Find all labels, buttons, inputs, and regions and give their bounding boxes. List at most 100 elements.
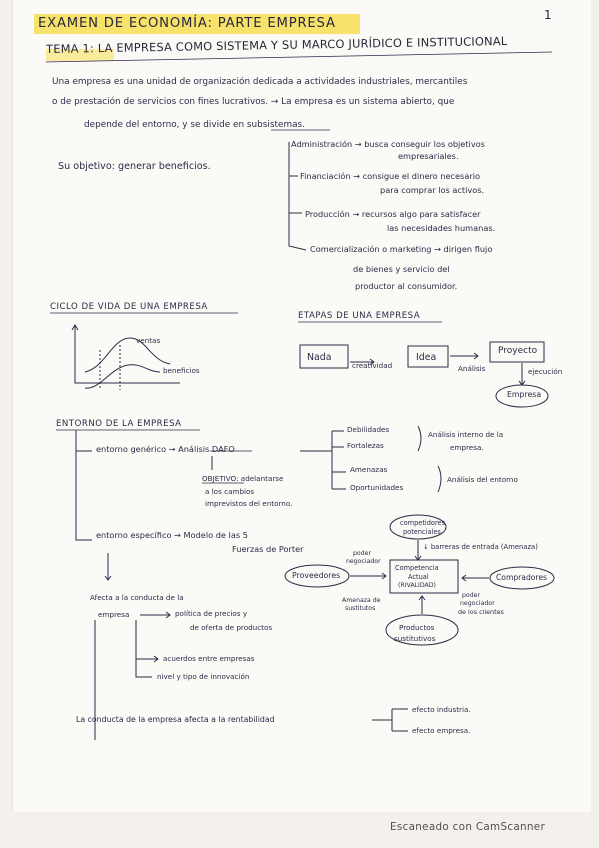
profitability-branches (372, 708, 408, 732)
buyer-power-2: negociador (460, 600, 495, 607)
stage-nada: Nada (307, 352, 332, 363)
arrow-suppliers (350, 572, 387, 580)
stage-nada-box (299, 344, 349, 369)
rivalry-3: (RIVALIDAD) (398, 582, 436, 589)
dafo-oportunidades: Oportunidades (350, 483, 404, 492)
rivalry-1: Competencia (395, 564, 439, 572)
porter-forces: Fuerzas de Porter (232, 544, 304, 554)
arrow-agreements (136, 655, 159, 663)
internal-analysis-2: empresa. (450, 443, 484, 452)
objective-text: Su objetivo: generar beneficios. (58, 161, 211, 172)
subsystem-mkt-2: de bienes y servicio del (353, 264, 450, 274)
generic-environment: entorno genérico → Análisis DAFO (96, 444, 235, 454)
stage-creatividad: creatividad (352, 361, 393, 370)
environment-title: ENTORNO DE LA EMPRESA (56, 419, 182, 429)
subsystem-prod-2: las necesidades humanas. (387, 223, 496, 233)
dafo-branches (300, 430, 346, 490)
supplier-power-2: negociador (346, 558, 381, 565)
pricing-policy-1: política de precios y (175, 609, 248, 618)
competitors-label-2: potenciales (403, 528, 441, 536)
tema-highlight (46, 49, 114, 61)
conduct-branch (135, 620, 152, 678)
stage-ejecucion: ejecución (528, 367, 563, 376)
substitutes-ellipse (385, 614, 459, 646)
subsystem-fin-2: para comprar los activos. (380, 185, 485, 195)
dafo-debilidades: Debilidades (347, 425, 390, 434)
external-brace (437, 465, 442, 493)
buyer-power-1: poder (462, 592, 480, 599)
buyer-power-3: de los clientes (458, 608, 504, 616)
suppliers-label: Proveedores (292, 571, 341, 580)
arrow-competitors (414, 540, 422, 561)
life-cycle-sales-label: ventas (136, 336, 161, 345)
industry-effect: efecto industria. (412, 705, 471, 714)
subsystem-admin-2: empresariales. (398, 151, 459, 161)
substitute-threat-2: sustitutos (345, 605, 376, 612)
stages-title: ETAPAS DE UNA EMPRESA (298, 311, 421, 321)
stage-proyecto-box (489, 341, 545, 363)
affects-conduct-2: empresa (98, 610, 130, 619)
company-effect: efecto empresa. (412, 726, 471, 735)
stage-analisis: Análisis (458, 364, 486, 373)
dafo-objective-1: OBJETIVO: adelantarse (202, 474, 284, 483)
buyers-label: Compradores (496, 573, 547, 582)
arrow-specific-down (104, 553, 112, 581)
substitutes-label-2: sustitutivos (394, 634, 436, 643)
page-number: 1 (544, 8, 552, 22)
sales-curve (84, 337, 171, 373)
profit-curve (84, 364, 161, 389)
subsystem-prod-1: Producción → recursos algo para satisfac… (305, 209, 481, 219)
rivalry-2: Actual (408, 573, 429, 581)
stage-idea-box (407, 345, 449, 368)
suppliers-ellipse (284, 564, 350, 588)
buyers-ellipse (489, 566, 555, 590)
intro-line-1: Una empresa es una unidad de organizació… (52, 77, 468, 87)
pricing-policy-2: de oferta de productos (190, 623, 273, 632)
stage-idea: Idea (416, 352, 437, 363)
dafo-objective-2: a los cambios (205, 487, 255, 496)
intro-line-2: o de prestación de servicios con fines l… (52, 97, 455, 107)
dafo-objective-3: imprevistos del entorno. (205, 499, 293, 508)
conduct-profitability: La conducta de la empresa afecta a la re… (76, 715, 275, 724)
life-cycle-axes (74, 325, 180, 384)
arrow-buyers (461, 574, 489, 582)
substitutes-label-1: Productos (399, 623, 435, 632)
arrow-substitutes (418, 595, 426, 614)
arrow-nada-idea (350, 358, 375, 366)
life-cycle-y-arrow (71, 324, 79, 331)
competitors-label-1: competidores (400, 519, 446, 527)
rivalry-box (389, 559, 459, 594)
substitute-threat-1: Amenaza de (342, 597, 381, 604)
internal-analysis-1: Análisis interno de la (428, 430, 504, 439)
arrow-idea-proyecto (450, 352, 479, 360)
stage-empresa-ellipse (495, 384, 549, 408)
notebook-page (12, 0, 591, 812)
specific-environment: entorno específico → Modelo de las 5 (96, 530, 248, 540)
subsystem-bracket (288, 142, 307, 251)
intro-line-3: depende del entorno, y se divide en subs… (84, 120, 305, 130)
stage-proyecto: Proyecto (498, 346, 538, 356)
arrow-proyecto-empresa (518, 363, 526, 386)
page-title: EXAMEN DE ECONOMÍA: PARTE EMPRESA (38, 16, 336, 31)
life-cycle-title: CICLO DE VIDA DE UNA EMPRESA (50, 302, 208, 312)
innovation-level: nivel y tipo de innovación (157, 672, 250, 681)
competitors-ellipse (389, 514, 447, 540)
external-analysis: Análisis del entorno (447, 475, 518, 484)
tema-underline (45, 51, 553, 63)
subsystem-mkt-3: productor al consumidor. (355, 281, 458, 291)
internal-brace (417, 425, 422, 452)
entry-barriers: ↓ barreras de entrada (Amenaza) (423, 543, 538, 551)
scanner-footer (0, 812, 599, 848)
arrow-pricing (140, 611, 171, 619)
stage-empresa: Empresa (507, 390, 542, 399)
camscanner-watermark: Escaneado con CamScanner (390, 821, 546, 833)
life-cycle-profit-label: beneficios (163, 366, 200, 375)
subsystem-fin-1: Financiación → consigue el dinero necesa… (300, 171, 480, 181)
environment-trunk (75, 430, 92, 541)
supplier-power-1: poder (353, 550, 371, 557)
title-highlight (34, 14, 360, 34)
subsystem-admin-1: Administración → busca conseguir los obj… (291, 139, 485, 149)
affects-conduct-1: Afecta a la conducta de la (90, 593, 184, 602)
business-agreements: acuerdos entre empresas (163, 654, 255, 663)
